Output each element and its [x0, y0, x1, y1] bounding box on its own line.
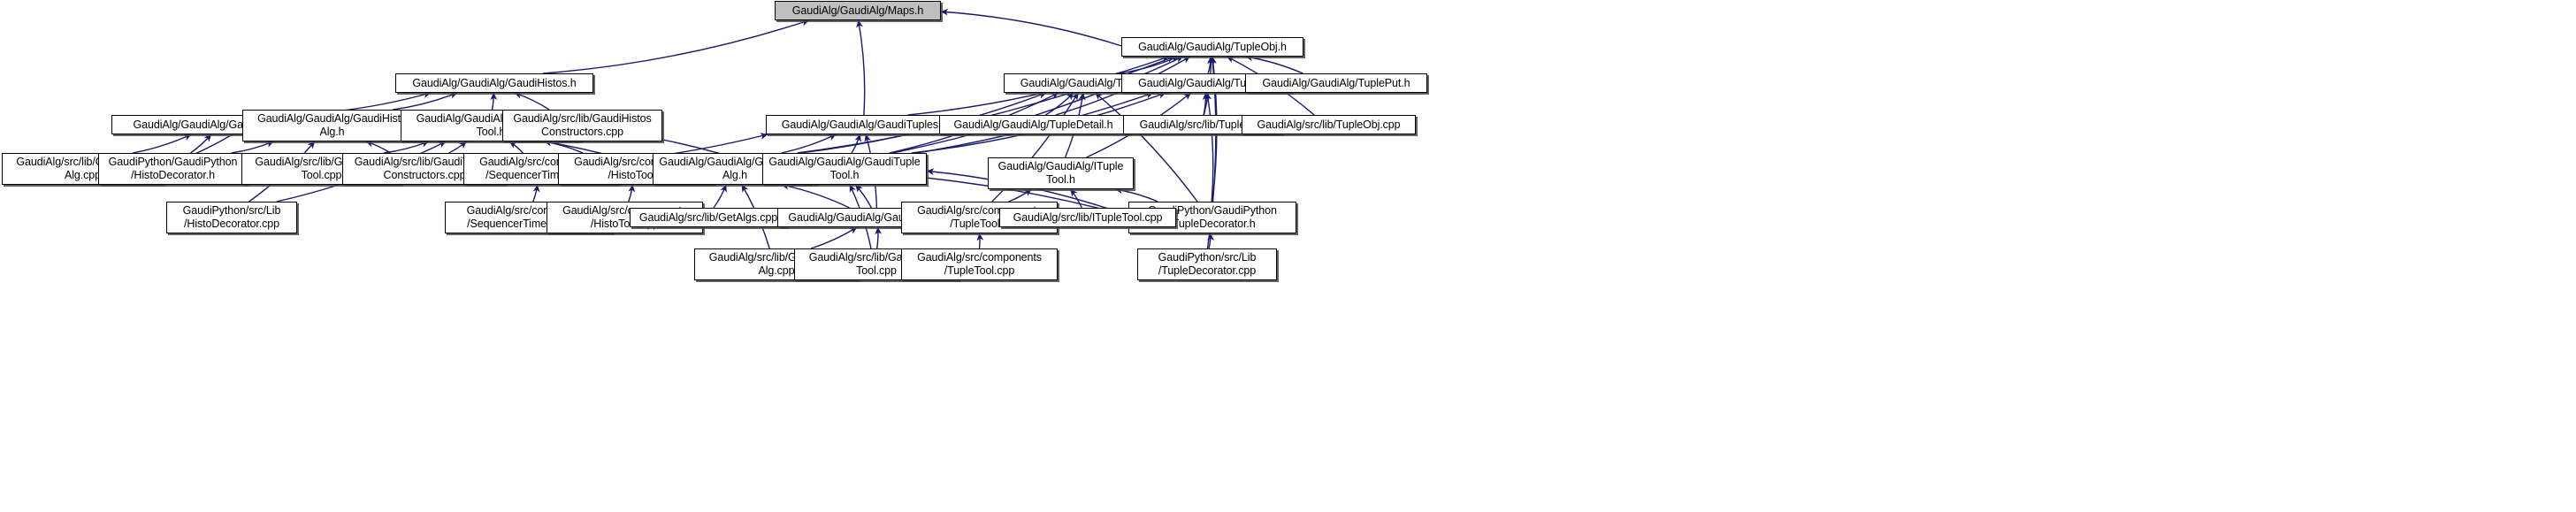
graph-edge-gaudihistos-to-maps [543, 19, 810, 74]
graph-edge-libgtupletoolcpp-to-gauditupleicpp [875, 226, 883, 249]
graph-node-gauditupleshdr[interactable]: GaudiAlg/GaudiAlg/GaudiTuples.h [766, 115, 963, 134]
graph-node-histodecoratorh[interactable]: GaudiPython/GaudiPython /HistoDecorator.… [98, 153, 248, 185]
graph-edge-tuple-to-tupleobj [1120, 56, 1180, 74]
graph-edge-tupledecoratorh-to-tuples [1204, 92, 1214, 203]
graph-edge-seqtimertoolcpp-to-seqtimertoolh [532, 184, 540, 203]
graph-edge-tuplecpp-to-tuples [1202, 92, 1210, 116]
graph-edge-histodecoratorh-to-gaudihistoalg [231, 141, 274, 154]
graph-edge-tupletoolh-to-itupletoolh [1008, 188, 1032, 203]
graph-edge-gauditupleal-to-gauditupleshdr [781, 134, 837, 154]
graph-edge-histosctors-to-gaudihistos [514, 91, 550, 111]
graph-edge-tupletoolh-to-tuple [991, 92, 1079, 203]
graph-edge-libhistoalgcpp-to-histosicpp [133, 134, 192, 154]
graph-node-tupleput[interactable]: GaudiAlg/GaudiAlg/TuplePut.h [1245, 73, 1427, 93]
graph-edge-gauditupletool-to-tupleobj [892, 56, 1184, 154]
graph-node-histosctors[interactable]: GaudiAlg/src/lib/GaudiHistos Constructor… [502, 110, 662, 141]
graph-edge-gauditupleicpp-to-gauditupleal [781, 182, 850, 209]
graph-edge-libtuplesctors-to-gaudihistoalg [365, 140, 391, 154]
graph-edge-libhistotoolcpp-to-gaudihistotool [383, 141, 430, 154]
graph-node-libitupletoolcpp[interactable]: GaudiAlg/src/lib/ITupleTool.cpp [999, 208, 1176, 227]
graph-edge-histodecoratorh-to-histosicpp [190, 134, 212, 154]
graph-node-tupleobj[interactable]: GaudiAlg/GaudiAlg/TupleObj.h [1121, 37, 1303, 57]
graph-edge-gauditupleshdr-to-maps [856, 19, 866, 116]
graph-edge-gaudihistotool-to-gaudihistos [490, 92, 498, 111]
graph-edge-tupleput-to-tupleobj [1245, 54, 1303, 74]
graph-node-gaudihistoalg[interactable]: GaudiAlg/GaudiAlg/GaudiHisto Alg.h [242, 110, 422, 141]
graph-node-gauditupletool[interactable]: GaudiAlg/GaudiAlg/GaudiTuple Tool.h [762, 153, 927, 185]
graph-node-histodecoratorcpp[interactable]: GaudiPython/src/Lib /HistoDecorator.cpp [166, 202, 297, 233]
graph-node-itupletoolh[interactable]: GaudiAlg/GaudiAlg/ITuple Tool.h [988, 157, 1134, 189]
graph-edge-gaudihistoalg-to-gaudihistos [393, 92, 458, 111]
graph-edge-histotoolh-to-gaudihistotool [543, 139, 584, 154]
graph-edge-libgtuplealgcpp-to-gauditupleicpp [810, 226, 858, 249]
graph-edge-tupledecoratorh-to-itupletoolh [1114, 187, 1158, 203]
graph-edge-getalgscpp-to-gauditupleal [713, 184, 727, 209]
graph-node-gaudihistos[interactable]: GaudiAlg/GaudiAlg/GaudiHistos.h [395, 73, 593, 93]
graph-edge-tupledetail-to-tuple [1045, 92, 1074, 116]
graph-edge-tupleobj-to-maps [940, 8, 1122, 47]
graph-edge-seqtimertoolh-to-gaudihistotool [508, 141, 524, 154]
graph-node-maps[interactable]: GaudiAlg/GaudiAlg/Maps.h [775, 1, 941, 20]
graph-node-getalgscpp[interactable]: GaudiAlg/src/lib/GetAlgs.cpp [630, 208, 787, 227]
graph-node-tupledetail[interactable]: GaudiAlg/GaudiAlg/TupleDetail.h [939, 115, 1127, 134]
graph-edge-comptupletoolcpp-to-tupletoolh [976, 233, 984, 249]
graph-edge-histotoolcpp-to-histotoolh [628, 184, 636, 203]
graph-edge-gauditupletool-to-gauditupleshdr [851, 134, 861, 154]
graph-edge-tupledecoratorcpp-to-tupledecoratorh [1207, 233, 1214, 249]
graph-edge-tupledecoratorh-to-tuple [1094, 92, 1198, 203]
graph-node-comptupletoolcpp[interactable]: GaudiAlg/src/components /TupleTool.cpp [901, 248, 1058, 280]
graph-node-tupledecoratorcpp[interactable]: GaudiPython/src/Lib /TupleDecorator.cpp [1137, 248, 1277, 280]
graph-edge-libtuplesctors-to-gaudihistotool [448, 141, 467, 154]
graph-edge-libitupletoolcpp-to-itupletoolh [1069, 188, 1082, 209]
graph-edge-gauditupleicpp-to-gauditupletool [854, 184, 873, 209]
graph-node-tupleobjcpp[interactable]: GaudiAlg/src/lib/TupleObj.cpp [1242, 115, 1416, 134]
